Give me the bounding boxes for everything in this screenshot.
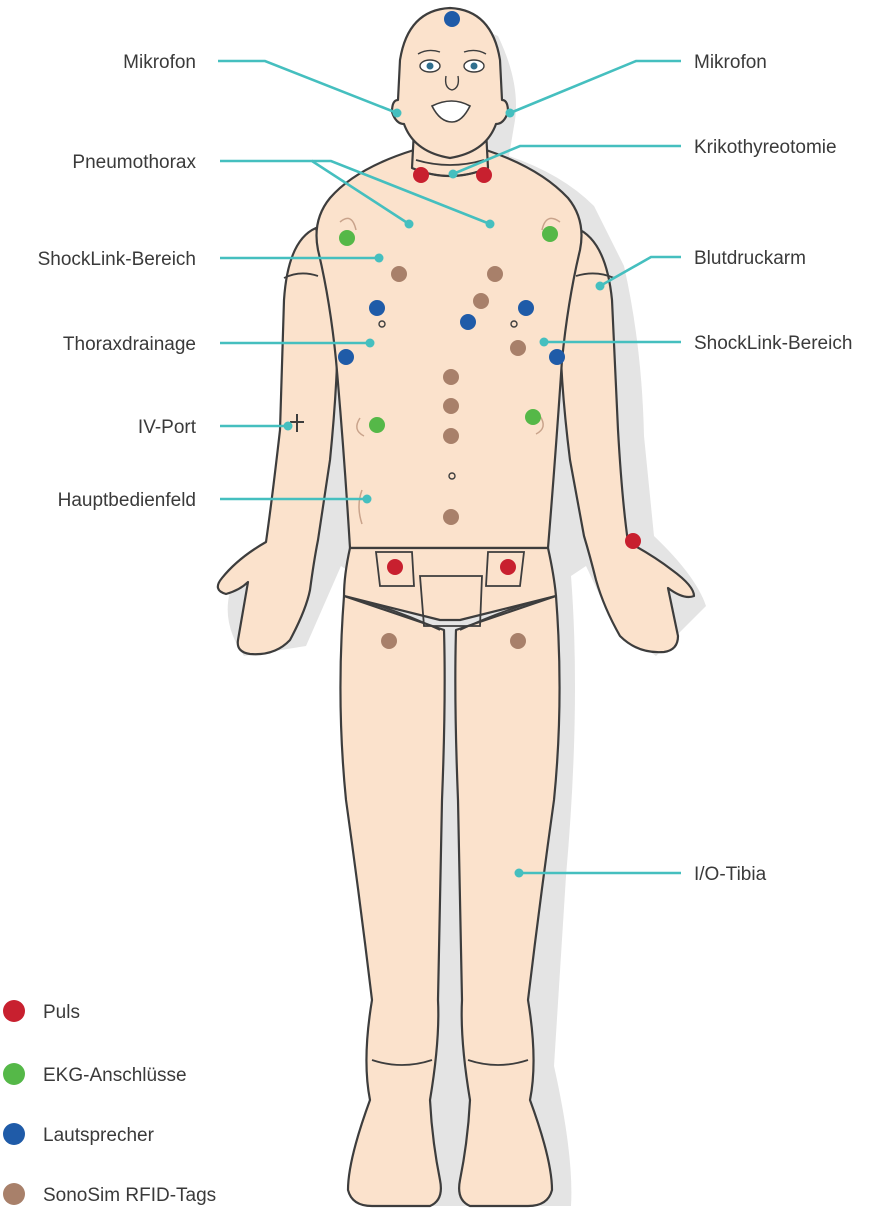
speaker-dot (369, 300, 385, 316)
legend-label-puls: Puls (43, 1002, 80, 1023)
speaker-dot (444, 11, 460, 27)
left-leg (340, 596, 444, 1206)
label-mikrofon-left: Mikrofon (123, 52, 196, 73)
sonosim-dot (443, 428, 459, 444)
speaker-dot (338, 349, 354, 365)
legend-swatch-puls (3, 1000, 25, 1022)
label-blutdruckarm: Blutdruckarm (694, 248, 806, 269)
label-iv-port: IV-Port (138, 417, 197, 438)
sonosim-dot (510, 340, 526, 356)
label-shocklink-right: ShockLink-Bereich (694, 333, 852, 354)
legend-item-puls: Puls (3, 1000, 80, 1023)
legend-item-ekg: EKG-Anschlüsse (3, 1063, 187, 1086)
legend-item-lautsprecher: Lautsprecher (3, 1123, 155, 1146)
pulse-dot (500, 559, 516, 575)
ekg-dot (369, 417, 385, 433)
sonosim-dot (443, 509, 459, 525)
leader-mikrofon-right (510, 61, 681, 113)
label-thoraxdrainage: Thoraxdrainage (63, 334, 196, 355)
legend-swatch-lautsprecher (3, 1123, 25, 1145)
speaker-dot (460, 314, 476, 330)
legend-item-sonosim: SonoSim RFID-Tags (3, 1183, 216, 1206)
pulse-dot (413, 167, 429, 183)
ekg-dot (525, 409, 541, 425)
label-krikothyreotomie: Krikothyreotomie (694, 137, 837, 158)
legend: Puls EKG-Anschlüsse Lautsprecher SonoSim… (3, 1000, 216, 1206)
pulse-dot (387, 559, 403, 575)
legend-swatch-ekg (3, 1063, 25, 1085)
legend-label-ekg: EKG-Anschlüsse (43, 1065, 187, 1086)
torso (317, 150, 582, 548)
sonosim-dot (443, 369, 459, 385)
sonosim-dot (391, 266, 407, 282)
pulse-dot (476, 167, 492, 183)
ekg-dot (339, 230, 355, 246)
sonosim-dot (510, 633, 526, 649)
sonosim-dot (473, 293, 489, 309)
label-io-tibia: I/O-Tibia (694, 864, 767, 885)
ekg-dot (542, 226, 558, 242)
legend-label-lautsprecher: Lautsprecher (43, 1125, 155, 1146)
label-pneumothorax: Pneumothorax (72, 152, 196, 173)
head (392, 8, 508, 158)
pulse-dot (625, 533, 641, 549)
sonosim-dot (381, 633, 397, 649)
legend-swatch-sonosim (3, 1183, 25, 1205)
speaker-dot (549, 349, 565, 365)
label-shocklink-left: ShockLink-Bereich (38, 249, 196, 270)
sonosim-dot (487, 266, 503, 282)
label-mikrofon-right: Mikrofon (694, 52, 767, 73)
speaker-dot (518, 300, 534, 316)
legend-label-sonosim: SonoSim RFID-Tags (43, 1185, 216, 1206)
sonosim-dot (443, 398, 459, 414)
label-hauptbedienfeld: Hauptbedienfeld (58, 490, 196, 511)
leader-mikrofon-left (218, 61, 397, 113)
